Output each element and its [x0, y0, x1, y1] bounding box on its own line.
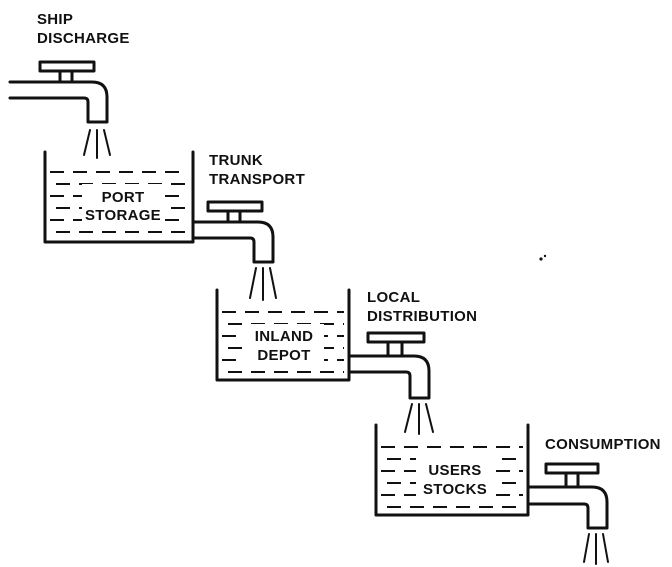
port-storage-label-line-2: STORAGE [85, 207, 161, 224]
trunk-transport-faucet-icon [193, 202, 276, 300]
users-stocks-label-line-1: USERS [428, 462, 481, 479]
trunk-transport-label-line-1: TRUNK [209, 152, 263, 169]
port-storage-label-line-1: PORT [102, 189, 145, 206]
tap-local-distribution: LOCAL DISTRIBUTION [349, 289, 477, 434]
consumption-faucet-icon [528, 464, 608, 564]
tank-users-stocks: USERS STOCKS [376, 425, 528, 515]
trunk-transport-label-line-2: TRANSPORT [209, 171, 305, 188]
tap-ship-discharge: SHIP DISCHARGE [10, 11, 130, 158]
tank-port-storage: PORT STORAGE [45, 152, 193, 242]
inland-depot-label-line-2: DEPOT [257, 347, 310, 364]
inland-depot-label-line-1: INLAND [255, 328, 313, 345]
ship-discharge-faucet-icon [10, 62, 110, 158]
local-distribution-faucet-icon [349, 333, 433, 434]
ship-discharge-label-line-2: DISCHARGE [37, 30, 130, 47]
tank-inland-depot: INLAND DEPOT [217, 290, 349, 380]
tap-consumption: CONSUMPTION [528, 436, 661, 564]
consumption-label-line-1: CONSUMPTION [545, 436, 661, 453]
scan-speck-marks [539, 255, 546, 261]
local-distribution-label-line-2: DISTRIBUTION [367, 308, 477, 325]
tap-trunk-transport: TRUNK TRANSPORT [193, 152, 305, 300]
users-stocks-label-line-2: STOCKS [423, 481, 487, 498]
ship-discharge-label-line-1: SHIP [37, 11, 73, 28]
local-distribution-label-line-1: LOCAL [367, 289, 420, 306]
